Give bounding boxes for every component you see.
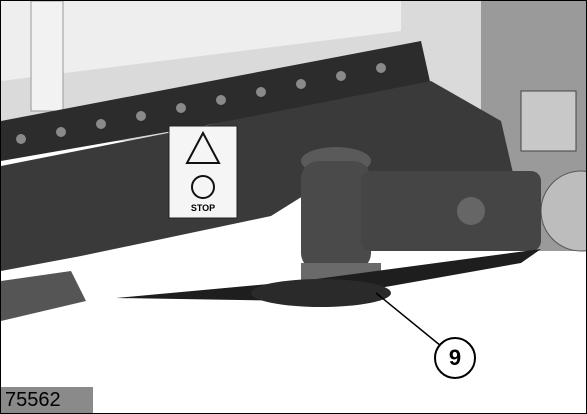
- chain-links: [16, 63, 386, 144]
- warning-label-text: STOP: [191, 203, 215, 213]
- gearbox-plug: [457, 197, 485, 225]
- hydraulic-block: [520, 90, 577, 152]
- gearbox-housing: [301, 161, 371, 271]
- callout-9: 9: [434, 337, 476, 379]
- lower-skid: [1, 271, 86, 321]
- vertical-post: [30, 1, 64, 112]
- hazard-triangle-icon: [185, 130, 221, 164]
- warning-sticker: [168, 125, 238, 219]
- callout-leader-line: [375, 292, 442, 347]
- chain-drive: [1, 41, 431, 161]
- upper-panel: [1, 1, 401, 81]
- main-frame-beam: [1, 81, 531, 271]
- gearbox-shaft-tube: [361, 171, 541, 251]
- rotating-blade-icon: [191, 175, 215, 199]
- image-id-label: 75562: [1, 387, 93, 413]
- blade-disc: [251, 279, 391, 307]
